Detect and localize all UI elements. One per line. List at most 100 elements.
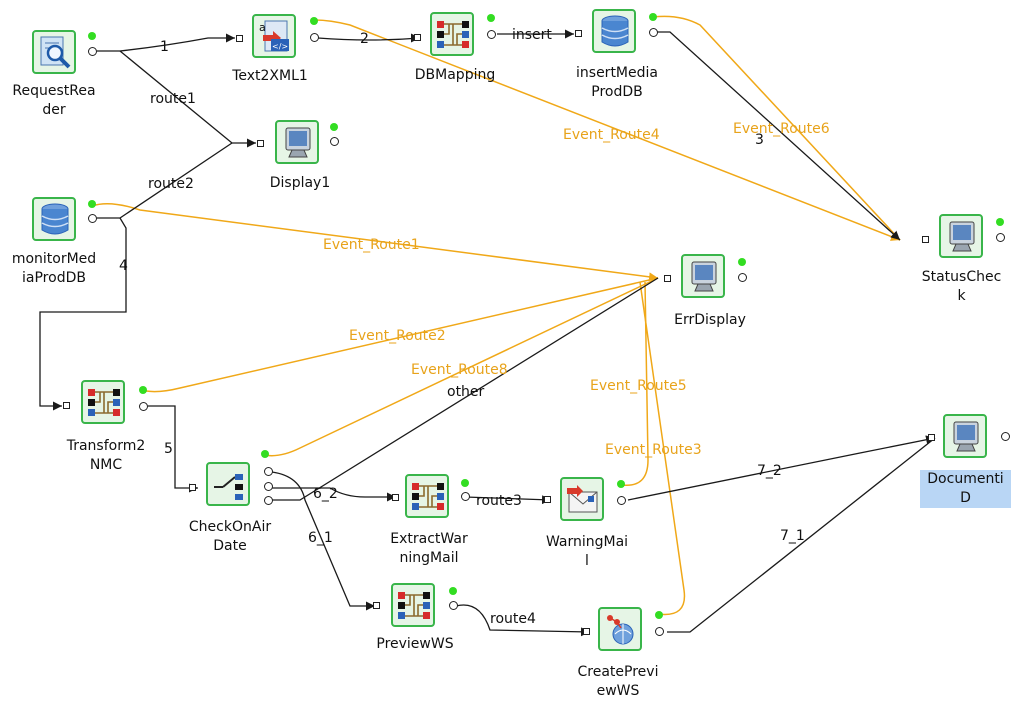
- output-port[interactable]: [738, 273, 747, 282]
- web-service-icon[interactable]: [598, 607, 642, 651]
- mapping-icon[interactable]: [391, 583, 435, 627]
- event-route6-line[interactable]: [652, 15, 901, 241]
- event-port[interactable]: [655, 611, 663, 619]
- monitor-icon[interactable]: [943, 414, 987, 458]
- node-label: Text2XML1: [232, 68, 308, 84]
- link-2-line[interactable]: [317, 34, 421, 44]
- mapping-icon[interactable]: [405, 474, 449, 518]
- output-port[interactable]: [649, 28, 658, 37]
- event-port[interactable]: [139, 386, 147, 394]
- mail-icon[interactable]: [560, 477, 604, 521]
- link-route1-label: route1: [150, 91, 196, 107]
- link-5-line[interactable]: [148, 405, 198, 493]
- link-4-line[interactable]: [39, 217, 127, 411]
- output-port[interactable]: [996, 233, 1005, 242]
- link-7_1-label: 7_1: [780, 528, 805, 544]
- database-icon[interactable]: [32, 197, 76, 241]
- node-label: ExtractWar ningMail: [390, 531, 468, 566]
- output-port[interactable]: [88, 47, 97, 56]
- link-route4-label: route4: [490, 611, 536, 627]
- event-port[interactable]: [310, 17, 318, 25]
- event-route4-line[interactable]: [314, 19, 901, 241]
- svg-text:</>: </>: [272, 42, 288, 51]
- output-port[interactable]: [655, 627, 664, 636]
- event-port[interactable]: [88, 200, 96, 208]
- input-port[interactable]: [63, 402, 70, 409]
- event-port[interactable]: [88, 32, 96, 40]
- event-port[interactable]: [461, 479, 469, 487]
- event-port[interactable]: [738, 258, 746, 266]
- event-route5-line[interactable]: [621, 281, 649, 487]
- node-label: WarningMai l: [545, 534, 629, 569]
- link-7_2-line[interactable]: [627, 435, 936, 501]
- input-port[interactable]: [373, 602, 380, 609]
- link-other-line[interactable]: [272, 277, 659, 501]
- link-3-line[interactable]: [655, 31, 901, 241]
- event-route2-label: Event_Route2: [349, 328, 446, 344]
- monitor-icon[interactable]: [681, 254, 725, 298]
- event-route4-label: Event_Route4: [563, 127, 660, 143]
- link-1-label: 1: [160, 39, 169, 55]
- database-icon[interactable]: [592, 9, 636, 53]
- event-route2-line[interactable]: [145, 277, 659, 393]
- output-port[interactable]: [461, 492, 470, 501]
- link-route3-label: route3: [476, 493, 522, 509]
- input-port[interactable]: [583, 628, 590, 635]
- link-2-label: 2: [360, 31, 369, 47]
- link-route4-line[interactable]: [455, 604, 591, 637]
- input-port[interactable]: [392, 494, 399, 501]
- input-port[interactable]: [928, 434, 935, 441]
- event-port[interactable]: [330, 123, 338, 131]
- event-route1-line[interactable]: [91, 203, 659, 282]
- node-label: PreviewWS: [376, 636, 454, 652]
- event-route3-label: Event_Route3: [605, 442, 702, 458]
- node-label: CreatePrevi ewWS: [577, 664, 659, 699]
- output-port[interactable]: [1001, 432, 1010, 441]
- link-insert-label: insert: [512, 27, 552, 43]
- link-7_1-line[interactable]: [667, 437, 936, 633]
- input-port[interactable]: [236, 35, 243, 42]
- output-port[interactable]: [487, 30, 496, 39]
- event-port[interactable]: [261, 450, 269, 458]
- event-port[interactable]: [996, 218, 1004, 226]
- event-port[interactable]: [487, 14, 495, 22]
- output-port[interactable]: [88, 214, 97, 223]
- node-label: Transform2 NMC: [66, 438, 146, 473]
- input-port[interactable]: [189, 484, 196, 491]
- input-port[interactable]: [257, 140, 264, 147]
- magnifier-icon[interactable]: [32, 30, 76, 74]
- output-port[interactable]: [310, 33, 319, 42]
- event-route3-line[interactable]: [639, 281, 686, 616]
- svg-text:a: a: [259, 21, 266, 34]
- input-port[interactable]: [414, 34, 421, 41]
- output-port-1[interactable]: [264, 467, 273, 476]
- node-label: CheckOnAir Date: [188, 519, 272, 554]
- input-port[interactable]: [544, 496, 551, 503]
- input-port[interactable]: [575, 30, 582, 37]
- switch-icon[interactable]: [206, 462, 250, 506]
- output-port[interactable]: [617, 496, 626, 505]
- node-label: Display1: [269, 175, 331, 191]
- node-label: StatusChec k: [921, 269, 1002, 304]
- link-6_1-label: 6_1: [308, 530, 333, 546]
- link-6_2-line[interactable]: [272, 487, 396, 502]
- link-route3-line[interactable]: [464, 495, 552, 505]
- link-6_1-line[interactable]: [271, 471, 375, 611]
- text-to-xml-icon[interactable]: a </>: [252, 14, 296, 58]
- output-port-2[interactable]: [264, 482, 273, 491]
- mapping-icon[interactable]: [430, 12, 474, 56]
- monitor-icon[interactable]: [275, 120, 319, 164]
- node-label: DBMapping: [414, 67, 496, 83]
- output-port[interactable]: [330, 137, 339, 146]
- event-port[interactable]: [617, 480, 625, 488]
- output-port-3[interactable]: [264, 496, 273, 505]
- event-port[interactable]: [649, 13, 657, 21]
- output-port[interactable]: [449, 601, 458, 610]
- input-port[interactable]: [922, 236, 929, 243]
- output-port[interactable]: [139, 402, 148, 411]
- monitor-icon[interactable]: [939, 214, 983, 258]
- link-1-line[interactable]: [97, 33, 235, 52]
- mapping-icon[interactable]: [81, 380, 125, 424]
- event-port[interactable]: [449, 587, 457, 595]
- input-port[interactable]: [664, 275, 671, 282]
